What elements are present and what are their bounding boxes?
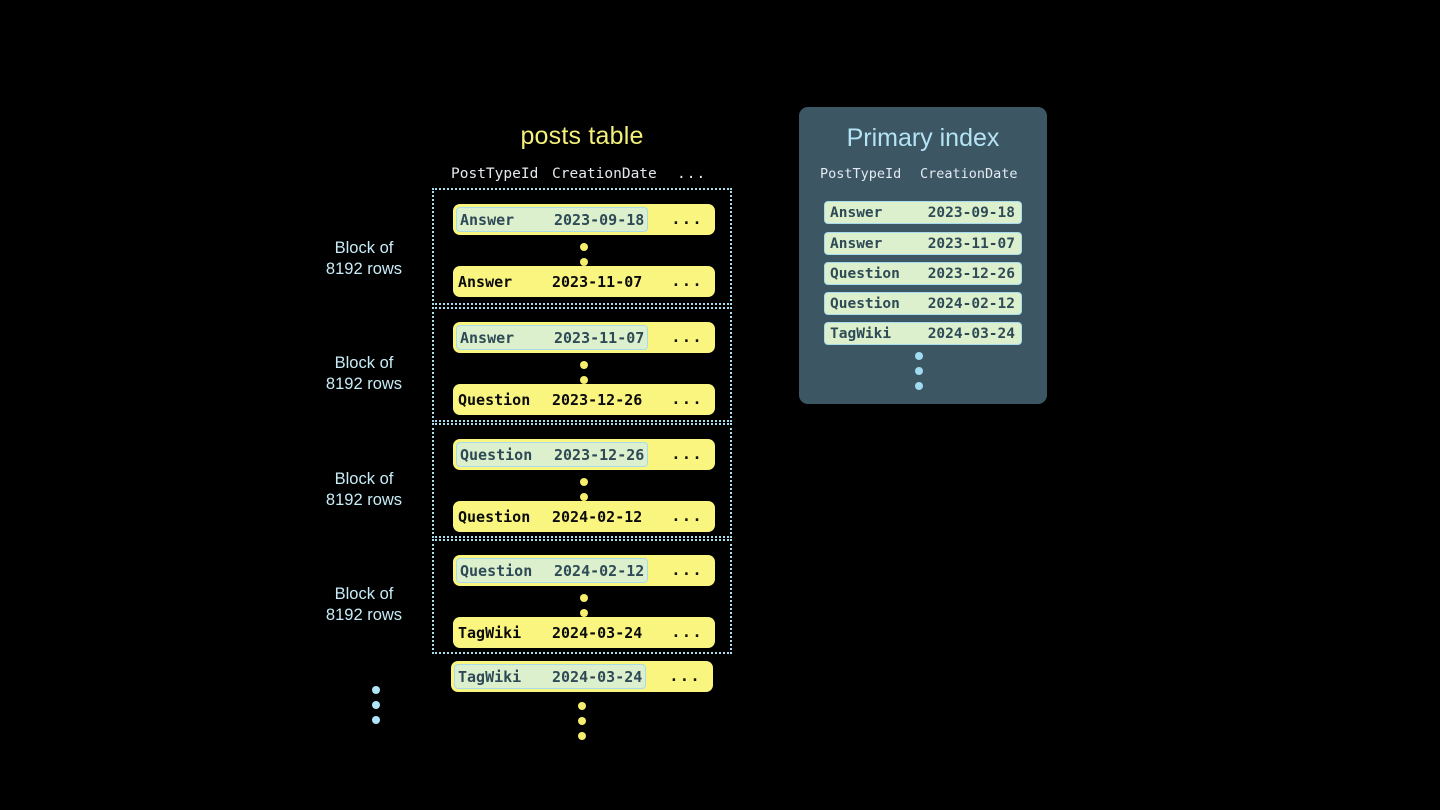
block-label-line2: 8192 rows bbox=[325, 491, 403, 509]
block-label-line1: Block of bbox=[334, 585, 394, 603]
index-column-header-posttypeid: PostTypeId bbox=[820, 166, 902, 182]
index-entry-post-type: Answer bbox=[830, 235, 883, 252]
index-entry: Question 2024-02-12 bbox=[824, 292, 1022, 315]
row-creation-date: 2024-03-24 bbox=[552, 623, 643, 642]
index-entry-post-type: TagWiki bbox=[830, 325, 892, 342]
row-creation-date: 2024-02-12 bbox=[554, 561, 645, 580]
index-entry-creation-date: 2024-03-24 bbox=[927, 325, 1015, 342]
table-continuation-dots bbox=[578, 702, 586, 747]
block-4: Question 2024-02-12 ... TagWiki 2024-03-… bbox=[432, 539, 732, 654]
index-entry: Answer 2023-09-18 bbox=[824, 201, 1022, 224]
block-3: Question 2023-12-26 ... Question 2024-02… bbox=[432, 423, 732, 538]
row-post-type: Answer bbox=[458, 272, 513, 291]
index-entry-creation-date: 2024-02-12 bbox=[927, 295, 1015, 312]
index-entry-post-type: Question bbox=[830, 265, 900, 282]
primary-index-panel: Primary index PostTypeId CreationDate An… bbox=[799, 107, 1047, 404]
posts-table-column-headers: PostTypeId CreationDate ... bbox=[432, 166, 732, 188]
block-label-line2: 8192 rows bbox=[325, 375, 403, 393]
block-2: Answer 2023-11-07 ... Question 2023-12-2… bbox=[432, 307, 732, 422]
table-row: Answer 2023-11-07 ... bbox=[453, 266, 715, 297]
row-ellipsis: ... bbox=[671, 445, 703, 463]
row-ellipsis: ... bbox=[669, 667, 701, 685]
index-entry-creation-date: 2023-09-18 bbox=[927, 204, 1015, 221]
row-post-type: TagWiki bbox=[458, 623, 522, 642]
index-entry: TagWiki 2024-03-24 bbox=[824, 322, 1022, 345]
row-creation-date: 2023-11-07 bbox=[552, 272, 643, 291]
block-label-line1: Block of bbox=[334, 239, 394, 257]
column-header-creationdate: CreationDate bbox=[552, 166, 657, 182]
index-entry-post-type: Answer bbox=[830, 204, 883, 221]
row-creation-date: 2024-03-24 bbox=[552, 667, 643, 686]
row-ellipsis: ... bbox=[671, 272, 703, 290]
block-label-2: Block of 8192 rows bbox=[304, 353, 424, 395]
index-entry-post-type: Question bbox=[830, 295, 900, 312]
column-header-ellipsis: ... bbox=[677, 166, 707, 182]
row-creation-date: 2024-02-12 bbox=[552, 507, 643, 526]
column-header-posttypeid: PostTypeId bbox=[451, 166, 539, 182]
table-row: TagWiki 2024-03-24 ... bbox=[451, 661, 713, 692]
primary-index-title: Primary index bbox=[846, 124, 1000, 152]
block-1: Answer 2023-09-18 ... Answer 2023-11-07 … bbox=[432, 188, 732, 305]
block-continuation-dots bbox=[372, 686, 380, 731]
row-creation-date: 2023-09-18 bbox=[554, 210, 645, 229]
row-ellipsis: ... bbox=[671, 561, 703, 579]
index-entry-creation-date: 2023-12-26 bbox=[927, 265, 1015, 282]
block-label-line2: 8192 rows bbox=[325, 606, 403, 624]
table-row: Question 2024-02-12 ... bbox=[453, 501, 715, 532]
row-post-type: Answer bbox=[460, 210, 515, 229]
index-entry: Question 2023-12-26 bbox=[824, 262, 1022, 285]
block-label-3: Block of 8192 rows bbox=[304, 469, 424, 511]
block-label-line1: Block of bbox=[334, 354, 394, 372]
index-entry-creation-date: 2023-11-07 bbox=[927, 235, 1015, 252]
table-row: Answer 2023-11-07 ... bbox=[453, 322, 715, 353]
index-continuation-dots bbox=[915, 352, 923, 397]
posts-table-title: posts table bbox=[520, 122, 644, 150]
row-post-type: Answer bbox=[460, 328, 515, 347]
row-post-type: TagWiki bbox=[458, 667, 522, 686]
row-ellipsis: ... bbox=[671, 623, 703, 641]
block-label-4: Block of 8192 rows bbox=[304, 584, 424, 626]
row-post-type: Question bbox=[458, 507, 531, 526]
posts-table-section: posts table PostTypeId CreationDate ... … bbox=[326, 110, 750, 750]
index-entry: Answer 2023-11-07 bbox=[824, 232, 1022, 255]
row-post-type: Question bbox=[458, 390, 531, 409]
row-creation-date: 2023-12-26 bbox=[552, 390, 643, 409]
row-post-type: Question bbox=[460, 445, 533, 464]
block-label-line2: 8192 rows bbox=[325, 260, 403, 278]
index-column-header-creationdate: CreationDate bbox=[920, 166, 1018, 182]
table-row: Answer 2023-09-18 ... bbox=[453, 204, 715, 235]
row-ellipsis: ... bbox=[671, 507, 703, 525]
block-label-1: Block of 8192 rows bbox=[304, 238, 424, 280]
table-row: Question 2023-12-26 ... bbox=[453, 439, 715, 470]
row-ellipsis: ... bbox=[671, 210, 703, 228]
row-ellipsis: ... bbox=[671, 328, 703, 346]
row-creation-date: 2023-12-26 bbox=[554, 445, 645, 464]
row-ellipsis: ... bbox=[671, 390, 703, 408]
table-row: Question 2023-12-26 ... bbox=[453, 384, 715, 415]
table-row: Question 2024-02-12 ... bbox=[453, 555, 715, 586]
block-label-line1: Block of bbox=[334, 470, 394, 488]
primary-index-column-headers: PostTypeId CreationDate bbox=[799, 166, 1047, 186]
row-creation-date: 2023-11-07 bbox=[554, 328, 645, 347]
row-post-type: Question bbox=[460, 561, 533, 580]
table-row: TagWiki 2024-03-24 ... bbox=[453, 617, 715, 648]
